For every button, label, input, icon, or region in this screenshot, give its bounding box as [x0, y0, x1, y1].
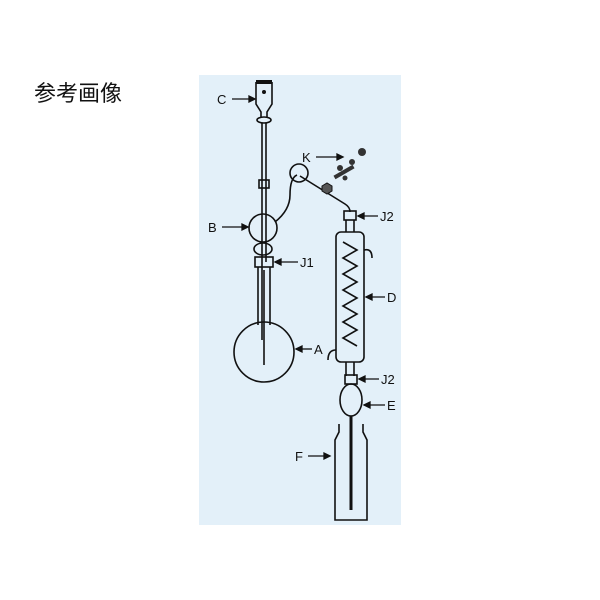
- tube-f: [334, 416, 368, 521]
- label-j2-bottom: J2: [381, 372, 395, 387]
- label-j1: J1: [300, 255, 314, 270]
- joint-upper: [258, 179, 270, 189]
- bulb-b: [248, 174, 298, 256]
- label-a: A: [314, 342, 323, 357]
- page-title: 参考画像: [34, 82, 123, 107]
- joint-j2-top: [343, 210, 357, 221]
- flask-a: [233, 267, 295, 383]
- label-arrows: [222, 94, 385, 461]
- stopcock-k: [333, 148, 366, 181]
- funnel-c: [255, 80, 273, 340]
- label-e: E: [387, 398, 396, 413]
- label-f: F: [295, 449, 303, 464]
- label-b: B: [208, 220, 217, 235]
- label-k: K: [302, 150, 311, 165]
- joint-j1: [254, 256, 274, 268]
- label-c: C: [217, 92, 226, 107]
- label-j2-top: J2: [380, 209, 394, 224]
- label-d: D: [387, 290, 396, 305]
- condenser-d: [327, 220, 373, 376]
